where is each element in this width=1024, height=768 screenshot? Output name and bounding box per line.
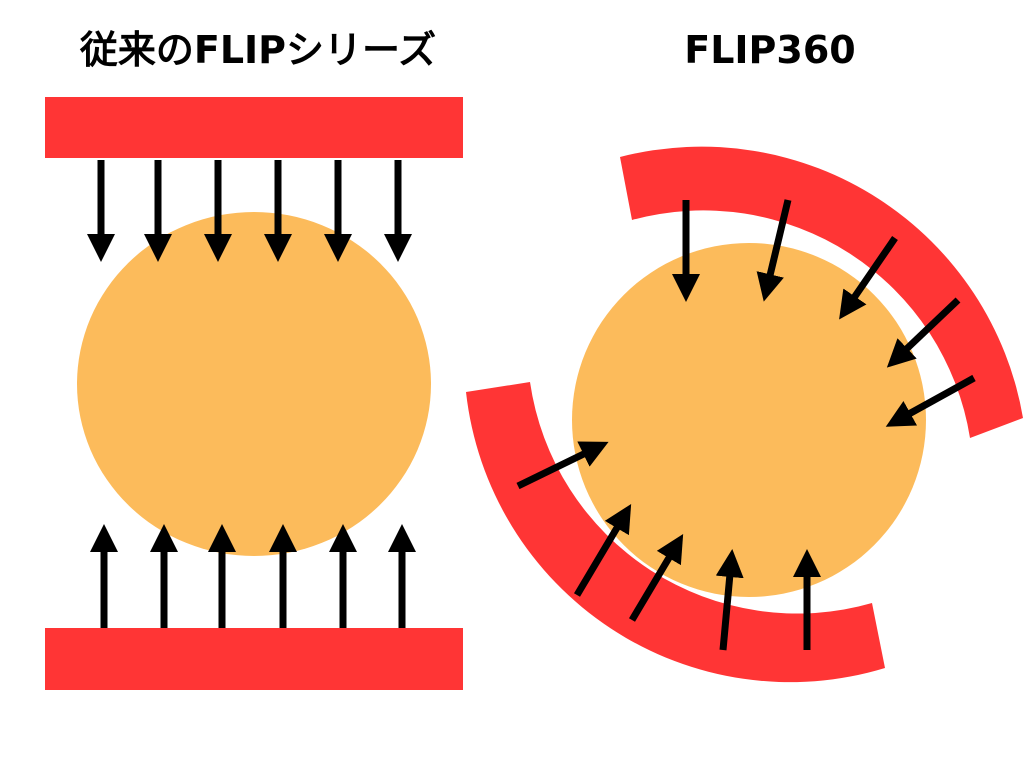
curved-pad-lower	[466, 382, 885, 683]
left-panel-title: 従来のFLIPシリーズ	[79, 28, 436, 72]
arrow-inward	[885, 374, 976, 427]
bottom-arrows	[90, 524, 416, 628]
arrow-inward	[715, 549, 744, 651]
left-panel: 従来のFLIPシリーズ	[45, 28, 463, 690]
left-ball	[77, 212, 431, 556]
bottom-pad	[45, 628, 463, 690]
arrow-inward	[516, 441, 609, 490]
top-pad	[45, 97, 463, 158]
arrow-inward	[756, 199, 792, 302]
curved-pad-upper	[620, 146, 1023, 438]
arrow-inward	[886, 297, 961, 368]
arrow-inward	[628, 533, 684, 622]
right-panel: FLIP360	[466, 28, 1023, 683]
arrow-inward	[839, 236, 898, 320]
arrow-inward	[573, 503, 632, 597]
top-arrows	[87, 160, 412, 262]
right-ball	[572, 243, 926, 597]
radial-arrows	[516, 199, 976, 651]
right-panel-title: FLIP360	[684, 28, 855, 72]
